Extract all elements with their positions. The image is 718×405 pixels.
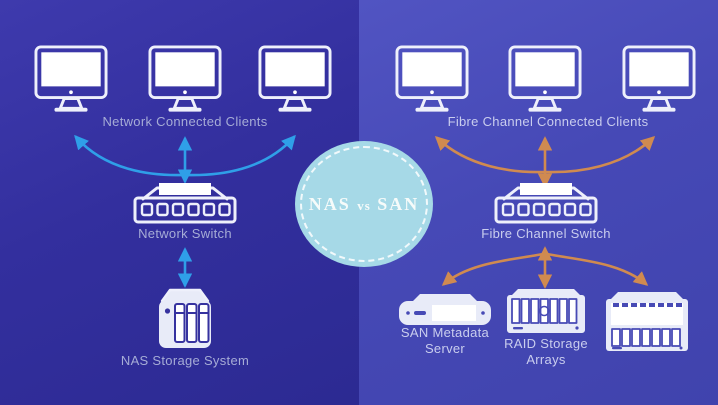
fibre-clients-label: Fibre Channel Connected Clients — [447, 114, 649, 129]
arrow-switch-client3 — [184, 134, 296, 177]
network-clients-label: Network Connected Clients — [102, 114, 268, 129]
arrow-fcswitch-client1 — [434, 136, 546, 174]
client-monitor-icon — [395, 45, 469, 115]
badge-san-text: SAN — [377, 193, 420, 214]
arrow-switch-client1 — [74, 134, 186, 177]
san-server-label: SAN Metadata Server — [375, 325, 515, 357]
san-server-label-line1: SAN Metadata — [400, 325, 490, 340]
fibre-channel-switch-icon — [494, 183, 598, 225]
network-switch-icon — [133, 183, 237, 225]
network-switch-label: Network Switch — [138, 226, 232, 241]
badge-nas-text: NAS — [308, 193, 351, 214]
san-server-label-line2: Server — [424, 340, 466, 356]
raid-storage-array-icon — [505, 287, 587, 335]
client-monitor-icon — [148, 45, 222, 115]
client-monitor-icon — [34, 45, 108, 115]
san-metadata-server-icon — [398, 291, 492, 327]
client-monitor-icon — [622, 45, 696, 115]
badge-vs-text: vs — [357, 197, 371, 213]
client-monitor-icon — [508, 45, 582, 115]
nas-storage-icon — [154, 287, 216, 351]
arrow-fcswitch-array — [545, 252, 649, 286]
raid-array-label-line1: RAID Storage — [504, 336, 588, 351]
arrow-fcswitch-server — [441, 252, 545, 286]
badge-dashed-ring — [300, 146, 428, 262]
storage-array-icon — [604, 289, 690, 353]
badge-title: NAS vs SAN — [309, 194, 420, 215]
nas-storage-label: NAS Storage System — [120, 353, 250, 368]
arrow-fcswitch-client3 — [544, 136, 656, 174]
fibre-switch-label: Fibre Channel Switch — [481, 226, 611, 241]
client-monitor-icon — [258, 45, 332, 115]
raid-array-label: RAID Storage Arrays — [476, 336, 616, 368]
raid-array-label-line2: Arrays — [526, 351, 566, 367]
nas-vs-san-badge: NAS vs SAN — [295, 141, 433, 267]
